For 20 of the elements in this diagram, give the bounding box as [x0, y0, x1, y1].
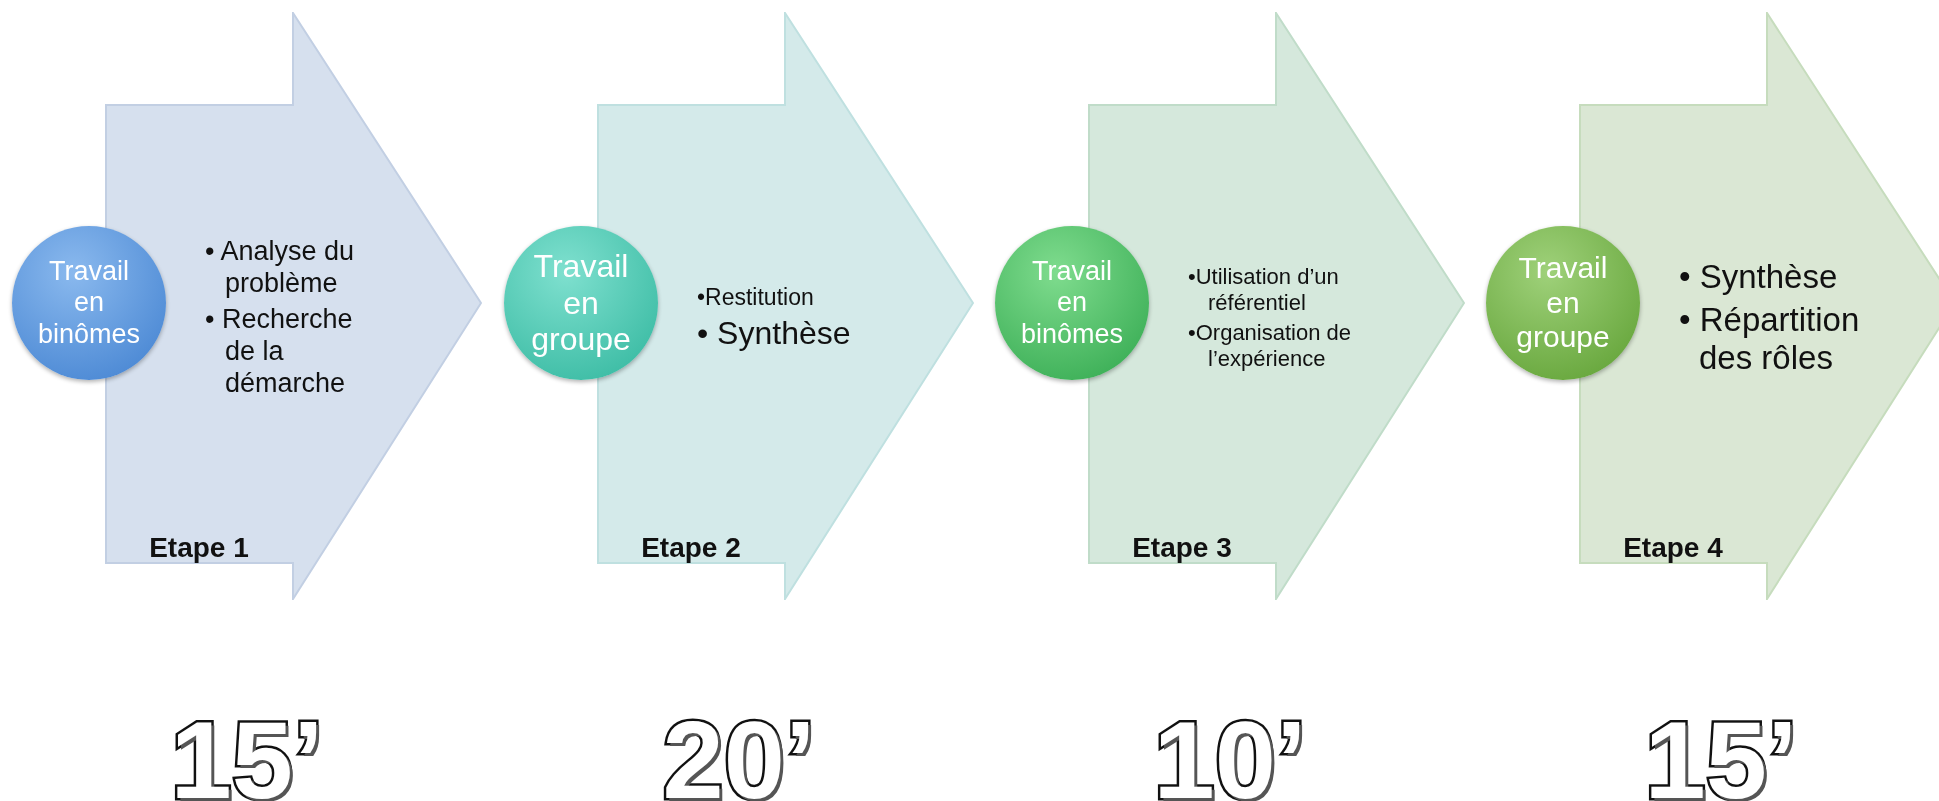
- bullet-item: • Recherche de la démarche: [205, 304, 354, 400]
- duration-label: 10’: [1152, 705, 1308, 801]
- step-label: Etape 3: [1131, 532, 1233, 564]
- step-label: Etape 1: [148, 532, 250, 564]
- bullet-item: •Organisation de l’expérience: [1188, 320, 1353, 372]
- bullet-item: •Restitution: [697, 283, 815, 311]
- step-label: Etape 4: [1622, 532, 1724, 564]
- duration-label: 15’: [169, 705, 325, 801]
- duration-label: 20’: [661, 705, 817, 801]
- circle-badge: Travail en groupe: [504, 226, 658, 380]
- bullet-item: • Répartition des rôles: [1679, 300, 1861, 379]
- bullet-item: •Utilisation d’un référentiel: [1188, 264, 1340, 316]
- bullet-item: • Synthèse: [1679, 257, 1839, 297]
- circle-badge: Travail en binômes: [12, 226, 166, 380]
- duration-label: 15’: [1643, 705, 1799, 801]
- circle-badge: Travail en binômes: [995, 226, 1149, 380]
- circle-badge: Travail en groupe: [1486, 226, 1640, 380]
- bullet-item: • Synthèse: [697, 314, 852, 353]
- step-label: Etape 2: [640, 532, 742, 564]
- bullet-item: • Analyse du problème: [205, 236, 355, 301]
